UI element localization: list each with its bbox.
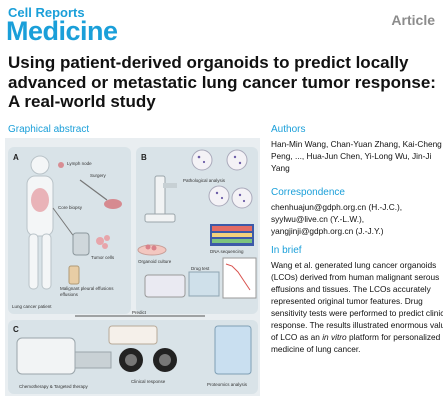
in-brief-heading: In brief [271, 245, 302, 256]
journal-name-large: Medicine [6, 16, 118, 46]
microscope-figure [144, 175, 177, 223]
pathological-analysis-label: Pathological analysis [183, 178, 226, 183]
svg-text:effusions: effusions [60, 292, 79, 297]
chemo-label: Chemotherapy & Targeted therapy [19, 384, 88, 389]
authors-list: Han-Min Wang, Chan-Yuan Zhang, Kai-Cheng… [271, 139, 442, 173]
article-type: Article [391, 12, 435, 28]
journal-name-small: Cell Reports [8, 5, 85, 20]
article-title: Using patient-derived organoids to predi… [8, 53, 436, 111]
lymph-node-label: Lymph node [67, 161, 92, 166]
graphical-abstract-heading: Graphical abstract [8, 124, 90, 135]
tumor-cells-label: Tumor cells [91, 255, 115, 260]
proteomics-label: Proteomics analysis [207, 382, 248, 387]
patient-label: Lung cancer patient [12, 304, 52, 309]
dna-sequencing-label: DNA sequencing [210, 249, 244, 254]
patient-figure [26, 155, 54, 290]
clinical-response-label: Clinical response [131, 379, 166, 384]
predict-label: Predict [132, 310, 147, 315]
correspondence-heading: Correspondence [271, 187, 345, 198]
in-brief-text: Wang et al. generated lung cancer organo… [271, 260, 443, 354]
panel-c-label: C [13, 325, 19, 334]
email-3[interactable]: yangjinji@gdph.org.cn (J.-J.Y.) [271, 226, 384, 236]
correspondence-emails: chenhuajun@gdph.org.cn (H.-J.C.), syylwu… [271, 201, 443, 237]
email-1[interactable]: chenhuajun@gdph.org.cn (H.-J.C.), [271, 202, 403, 212]
email-2[interactable]: syylwu@live.cn (Y.-L.W.), [271, 214, 365, 224]
malignant-effusions-label: Malignant pleural effusions [60, 286, 114, 291]
panel-a-label: A [13, 153, 19, 162]
authors-heading: Authors [271, 124, 306, 135]
core-biopsy-label: Core biopsy [58, 205, 83, 210]
organoid-culture-label: Organoid culture [138, 259, 172, 264]
drug-test-label: Drug test [191, 266, 210, 271]
graphical-abstract-figure: A B C Lung cancer patient Lymph node Sur… [5, 138, 260, 396]
panel-b-label: B [141, 153, 147, 162]
surgery-label: Surgery [90, 173, 107, 178]
